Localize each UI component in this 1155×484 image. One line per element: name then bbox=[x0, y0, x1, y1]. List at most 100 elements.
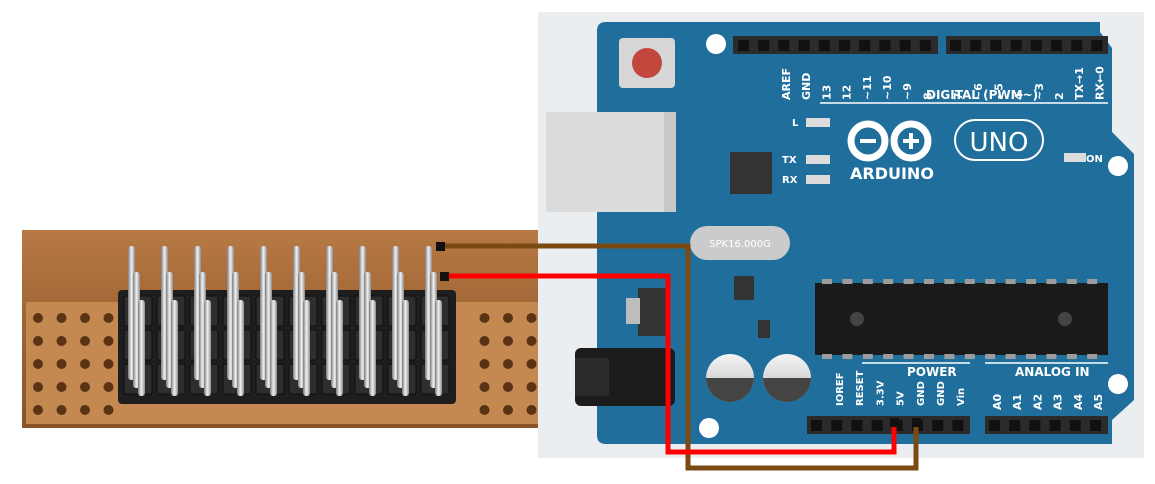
header-hole bbox=[758, 40, 770, 51]
header-hole bbox=[851, 420, 863, 431]
header-hole bbox=[879, 40, 891, 51]
pin-label: 4 bbox=[1013, 92, 1026, 100]
reset-button-cap[interactable] bbox=[632, 48, 662, 78]
pin-label: 12 bbox=[841, 85, 854, 100]
sot-chip bbox=[758, 320, 770, 338]
protoboard-hole bbox=[103, 336, 114, 346]
atmega-pin bbox=[903, 279, 914, 284]
pin-label: AREF bbox=[780, 68, 793, 100]
pin-header-photo bbox=[22, 230, 548, 428]
gnd-wire-end-photo bbox=[436, 242, 445, 251]
protoboard-hole bbox=[56, 382, 67, 392]
protoboard-hole bbox=[56, 405, 67, 415]
protoboard-hole bbox=[33, 382, 43, 392]
led-rx bbox=[806, 175, 830, 184]
mount-hole-2 bbox=[1108, 156, 1128, 176]
atmega-pin bbox=[944, 354, 955, 359]
pin-label: 2 bbox=[1053, 92, 1066, 100]
protoboard-hole bbox=[103, 313, 114, 323]
atmega-pin bbox=[1026, 279, 1036, 284]
pin-label: RX←0 bbox=[1093, 66, 1106, 100]
protoboard-hole bbox=[56, 359, 67, 369]
pin-label: A3 bbox=[1052, 394, 1065, 410]
regulator-tab bbox=[626, 298, 640, 324]
protoboard-hole bbox=[33, 336, 43, 346]
atmega-pin bbox=[924, 354, 934, 359]
pin-label: A5 bbox=[1092, 394, 1105, 410]
header-hole bbox=[1071, 40, 1083, 51]
digital-header-label: DIGITAL (PWM~) bbox=[926, 88, 1038, 102]
header-hole bbox=[859, 40, 871, 51]
header-hole bbox=[989, 420, 1000, 431]
pin-label: A0 bbox=[991, 393, 1004, 410]
crystal bbox=[690, 226, 790, 260]
header-hole bbox=[1090, 420, 1101, 431]
header-hole bbox=[952, 420, 964, 431]
gnd-wire[interactable] bbox=[440, 243, 919, 471]
header-hole bbox=[970, 40, 982, 51]
header-pin bbox=[336, 300, 343, 396]
atmega-pin bbox=[944, 279, 955, 284]
header-hole bbox=[738, 40, 749, 51]
protoboard-hole bbox=[479, 359, 490, 369]
atmega-pin bbox=[883, 354, 894, 359]
header-hole bbox=[1029, 420, 1041, 431]
led-l bbox=[806, 118, 830, 127]
protoboard-hole bbox=[80, 313, 90, 323]
protoboard-hole bbox=[103, 359, 114, 369]
uno-badge bbox=[954, 119, 1044, 161]
atmega-pin bbox=[822, 354, 832, 359]
header-pin bbox=[204, 300, 211, 396]
logo-minus bbox=[860, 139, 876, 143]
protoboard-hole bbox=[526, 382, 537, 392]
header-pin bbox=[138, 300, 145, 396]
protoboard-hole bbox=[80, 382, 90, 392]
atmega-pin bbox=[1046, 354, 1057, 359]
atmega-notch-right bbox=[1058, 312, 1072, 326]
led-on-label: ON bbox=[1086, 154, 1103, 165]
protoboard-hole bbox=[80, 336, 90, 346]
protoboard-hole bbox=[479, 336, 490, 346]
atmega-pin bbox=[964, 279, 975, 284]
atmega-pin bbox=[862, 279, 873, 284]
power-header-label: POWER bbox=[907, 365, 957, 379]
protoboard-hole bbox=[103, 405, 114, 415]
atmega-pin bbox=[842, 279, 853, 284]
power-jack-front bbox=[575, 358, 609, 396]
header-pin bbox=[270, 300, 277, 396]
protoboard-hole bbox=[479, 382, 490, 392]
power-header bbox=[807, 416, 970, 434]
crystal-label: SPK16.000G bbox=[709, 239, 771, 250]
uno-text: UNO bbox=[970, 128, 1029, 158]
arduino-uno-board: SPK16.000G L TX RX ON ARDUINO UNO bbox=[538, 12, 1144, 458]
header-pin bbox=[369, 300, 376, 396]
mount-hole-4 bbox=[699, 418, 719, 438]
protoboard-hole bbox=[503, 313, 513, 323]
protoboard-hole bbox=[503, 405, 513, 415]
protoboard-holes bbox=[33, 313, 537, 415]
usb-chip bbox=[730, 152, 772, 194]
header-hole bbox=[1049, 420, 1061, 431]
analog-header bbox=[985, 416, 1108, 434]
header-hole bbox=[871, 420, 883, 431]
pin-label: ~10 bbox=[881, 75, 894, 100]
led-rx-label: RX bbox=[782, 175, 798, 186]
analog-header-label: ANALOG IN bbox=[1015, 365, 1090, 379]
protoboard-hole bbox=[526, 405, 537, 415]
header-hole bbox=[1030, 40, 1042, 51]
header-pin bbox=[435, 300, 442, 396]
pin-label: ~9 bbox=[901, 83, 914, 100]
header-hole bbox=[950, 40, 961, 51]
atmega-pin bbox=[964, 354, 975, 359]
protoboard-hole bbox=[33, 313, 43, 323]
protoboard-hole bbox=[503, 382, 513, 392]
protoboard-hole bbox=[33, 405, 43, 415]
header-pins bbox=[128, 246, 442, 396]
wires bbox=[436, 242, 921, 471]
5v-wire[interactable] bbox=[444, 273, 897, 455]
pin-label: 3.3V bbox=[875, 380, 886, 406]
atmega-pin bbox=[1087, 279, 1098, 284]
logo-text: ARDUINO bbox=[850, 164, 934, 183]
